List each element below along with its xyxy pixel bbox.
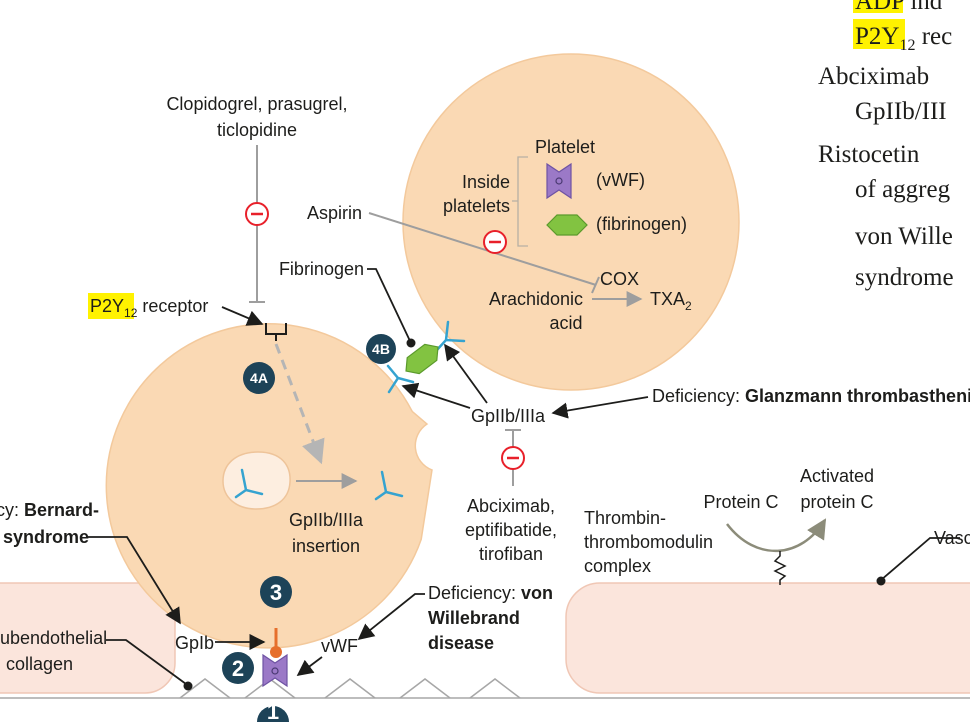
vwf-bound-icon <box>262 653 288 688</box>
p2y12-receptor-icon <box>265 323 287 341</box>
thrombin-label-line2: thrombomodulin <box>584 532 713 552</box>
vwd-pointer-arrow <box>357 593 425 641</box>
arachidonic-label-line1: Arachidonic <box>489 289 583 309</box>
side-text-line2: P2Y12 rec <box>855 23 952 54</box>
bridge-receptor-lower <box>386 364 415 394</box>
protein-c-activation-arrow <box>726 518 827 553</box>
abciximab-inhibit-icon <box>501 446 525 470</box>
gp2b3a-label: GpIIb/IIIa <box>471 406 546 426</box>
vwf-granule-icon <box>546 162 572 200</box>
aspirin-inhibit-icon <box>483 230 507 254</box>
abciximab-label-line1: Abciximab, <box>467 496 555 516</box>
activated-protein-c-line1: Activated <box>800 466 874 486</box>
fibrinogen-granule-icon <box>546 214 588 236</box>
svg-text:4B: 4B <box>372 341 390 357</box>
granule-bracket <box>512 156 528 247</box>
side-text-line1: ADP ind <box>855 0 943 15</box>
vesicle-receptor-icon <box>234 468 264 499</box>
txa2-label: TXA2 <box>650 289 692 313</box>
thrombin-label-line3: complex <box>584 556 651 576</box>
gpib-receptor-head <box>270 646 282 658</box>
cox-label: COX <box>600 269 639 289</box>
vwf-label: vWF <box>321 636 358 656</box>
clopidogrel-label-line1: Clopidogrel, prasugrel, <box>166 94 347 114</box>
fibrinogen-pointer-line <box>367 268 411 342</box>
side-text-line7: von Wille <box>855 223 953 250</box>
step-badge-4a: 4A <box>243 362 275 394</box>
vwd-label-line3: disease <box>428 633 494 653</box>
gp2b3a-insertion-line2: insertion <box>292 536 360 556</box>
vwd-label-line2: Willebrand <box>428 608 520 628</box>
internal-vesicle <box>222 451 291 510</box>
bernard-label-line1: cy: Bernard- <box>0 500 99 520</box>
aspirin-label: Aspirin <box>307 203 362 223</box>
p2y12-highlight <box>88 293 134 319</box>
abciximab-label-line3: tirofiban <box>479 544 543 564</box>
fibrinogen-pointer-dot <box>406 338 416 348</box>
clopidogrel-label-line2: ticlopidine <box>217 120 297 140</box>
inserted-receptor-icon <box>374 470 404 501</box>
bridge-fibrinogen-icon <box>405 343 439 375</box>
bridge-receptor-upper <box>434 320 466 353</box>
svg-text:3: 3 <box>270 580 282 605</box>
subendothelial-pointer-dot <box>183 681 193 691</box>
vwf-granule-label: (vWF) <box>596 170 645 190</box>
side-text-line3: Abciximab <box>818 63 929 90</box>
p2y12-receptor-label: P2Y12 receptor <box>90 296 208 320</box>
clopidogrel-inhibit-icon <box>245 202 269 226</box>
thrombomodulin-icon <box>773 551 787 585</box>
p2y12-signal-dashed-arrow <box>274 343 325 465</box>
subendothelium-block-left <box>0 582 176 694</box>
side-text-line4: GpIIb/III <box>855 98 947 125</box>
endothelium-block-right <box>565 582 970 694</box>
vwd-label-line1: Deficiency: von <box>428 583 553 603</box>
side-text-line5: Ristocetin <box>818 141 920 168</box>
subendothelial-label-line1: ubendothelial <box>0 628 107 648</box>
gp2b3a-to-upper-arrow <box>444 343 488 404</box>
protein-c-label: Protein C <box>703 492 778 512</box>
p2y12-side-highlight <box>853 19 905 49</box>
p2y12-pointer-line <box>221 306 264 326</box>
gp2b3a-to-lower-arrow <box>401 382 471 409</box>
subendothelial-pointer-line <box>106 639 187 685</box>
svg-text:4A: 4A <box>250 370 268 386</box>
gpib-label: GpIb <box>175 633 214 653</box>
glanzmann-label: Deficiency: Glanzmann thrombasthenia <box>652 386 970 406</box>
fibrinogen-label: Fibrinogen <box>279 259 364 279</box>
side-text-line8: syndrome <box>855 264 954 291</box>
arachidonic-label-line2: acid <box>549 313 582 333</box>
inside-platelets-line2: platelets <box>443 196 510 216</box>
svg-text:1: 1 <box>267 699 279 722</box>
vasc-pointer-line <box>880 537 960 581</box>
step-badge-4b: 4B <box>366 334 396 364</box>
step-badge-1: 1 <box>257 699 289 722</box>
vasc-pointer-dot <box>876 576 886 586</box>
svg-text:2: 2 <box>232 656 244 681</box>
vwf-pointer-arrow <box>296 656 323 676</box>
step-badge-2: 2 <box>222 652 254 684</box>
activated-protein-c-line2: protein C <box>800 492 873 512</box>
glanzmann-pointer-arrow <box>551 396 649 419</box>
thrombin-label-line1: Thrombin- <box>584 508 666 528</box>
step-badge-3: 3 <box>260 576 292 608</box>
side-text-line6: of aggreg <box>855 176 951 203</box>
bernard-label-line2: syndrome <box>3 527 89 547</box>
vasc-label: Vasc <box>934 528 970 548</box>
aspirin-inhibition-bar <box>591 276 600 294</box>
gp2b3a-insertion-line1: GpIIb/IIIa <box>289 510 364 530</box>
platelet-title: Platelet <box>535 137 595 157</box>
aspirin-inhibition-line <box>368 212 597 286</box>
subendothelial-label-line2: collagen <box>6 654 73 674</box>
abciximab-label-line2: eptifibatide, <box>465 520 557 540</box>
bernard-pointer-arrow <box>86 536 181 625</box>
inside-platelets-line1: Inside <box>462 172 510 192</box>
fibrinogen-granule-label: (fibrinogen) <box>596 214 687 234</box>
adp-highlight <box>853 0 903 13</box>
